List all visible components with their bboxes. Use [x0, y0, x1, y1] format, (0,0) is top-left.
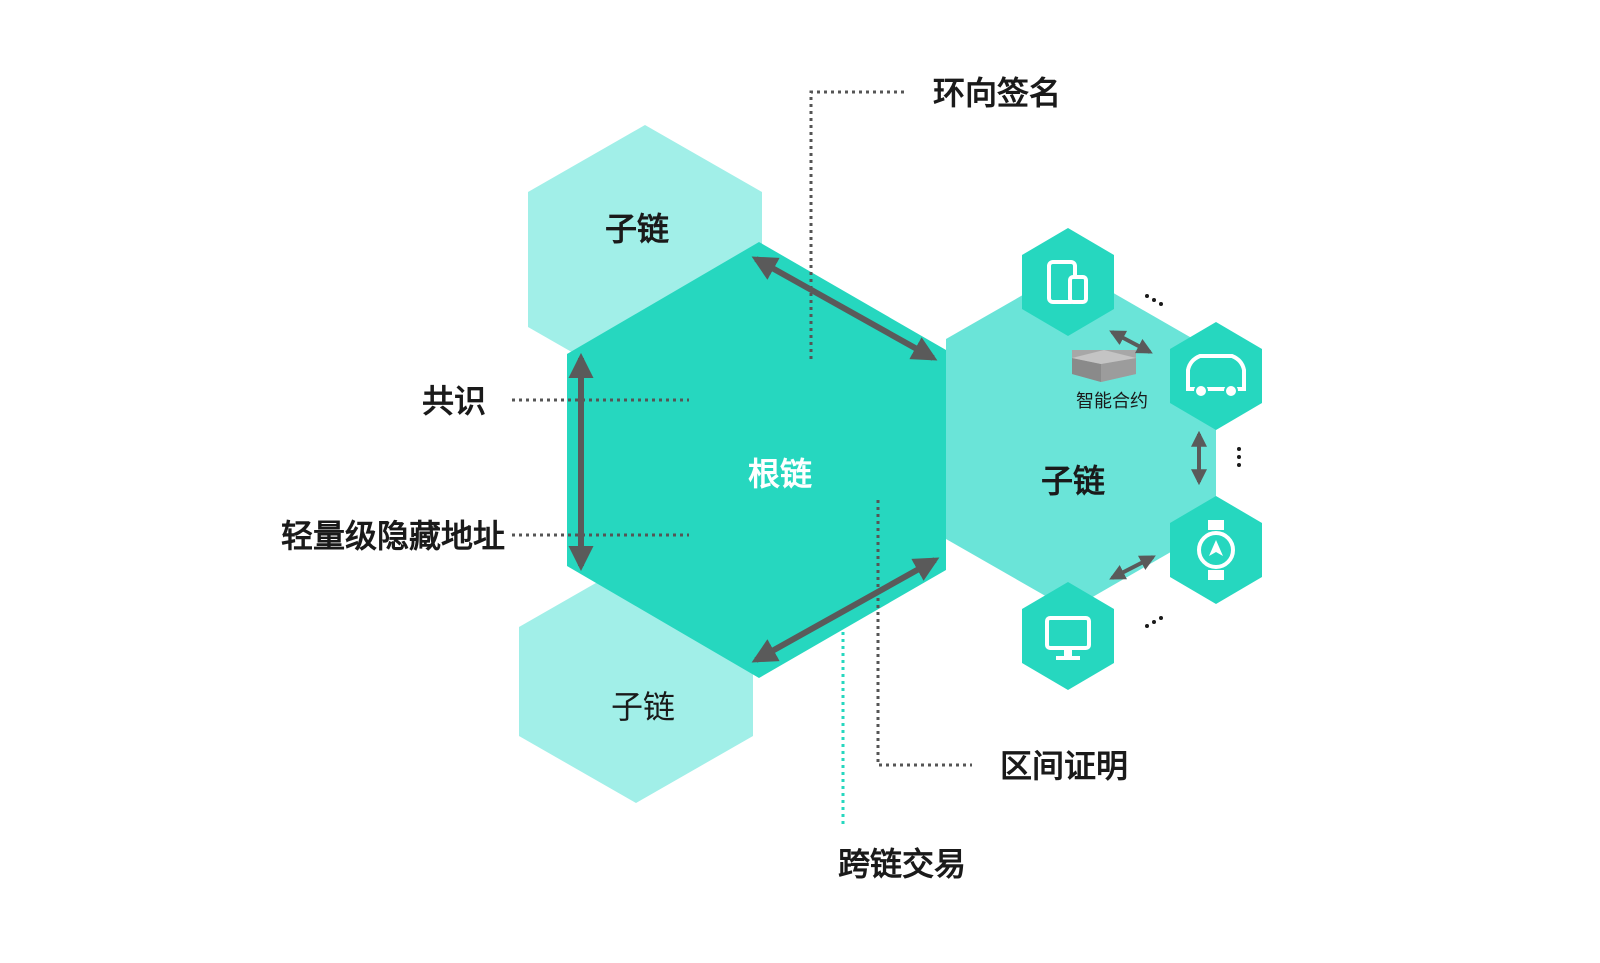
smartwatch-icon: [1197, 520, 1235, 580]
server-box-icon: [1072, 350, 1136, 382]
device-hex-tablet: [1022, 228, 1114, 336]
consensus-label: 共识: [422, 382, 486, 420]
smart-contract-label: 智能合约: [1076, 391, 1148, 412]
device-hex-monitor: [1022, 582, 1114, 690]
device-hex-watch: [1170, 496, 1262, 604]
ring-signature-label: 环向签名: [933, 74, 1061, 112]
car-icon: [1186, 354, 1246, 398]
ring-signature-leader: [809, 90, 904, 360]
range-proof-label: 区间证明: [1000, 747, 1128, 785]
root-bottom-right-arrow: [751, 557, 940, 663]
dotted-callout-lines: [512, 90, 972, 828]
monitor-watch-arrow: [1109, 555, 1156, 580]
right-subchain-label: 子链: [1041, 462, 1105, 500]
tablet-contract-arrow: [1109, 330, 1153, 354]
monitor-icon: [1045, 616, 1091, 660]
tablet-phone-icon: [1047, 260, 1088, 304]
stealth-address-label: 轻量级隐藏地址: [281, 517, 505, 555]
ellipsis-dots: [1145, 294, 1241, 628]
bottom-subchain-label: 子链: [611, 688, 675, 726]
arrows: [568, 256, 1207, 663]
right-subchain-hex: [946, 268, 1216, 610]
root-top-right-arrow: [751, 256, 938, 361]
root-chain-label: 根链: [748, 455, 812, 493]
cross-chain-tx-label: 跨链交易: [838, 845, 966, 883]
top-subchain-label: 子链: [605, 210, 669, 248]
device-hex-car: [1170, 322, 1262, 430]
